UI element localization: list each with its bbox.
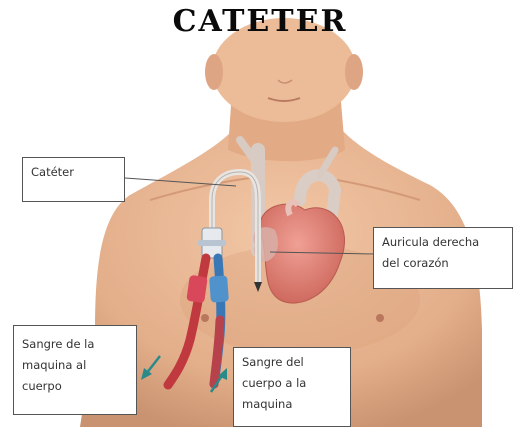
- label-sangre-cuerpo-a-maquina: Sangre del cuerpo a la maquina: [233, 347, 351, 427]
- arterial-clamp: [186, 275, 207, 303]
- ear-right: [345, 54, 363, 90]
- label-sangre-cuerpo-line3: maquina: [242, 394, 342, 415]
- nipple-right: [376, 314, 384, 322]
- label-cateter: Catéter: [22, 157, 125, 202]
- label-sangre-maquina-line3: cuerpo: [22, 376, 128, 397]
- label-auricula-line1: Auricula derecha: [382, 232, 504, 253]
- label-sangre-maquina-line2: maquina al: [22, 355, 128, 376]
- nipple-left: [201, 314, 209, 322]
- ear-left: [205, 54, 223, 90]
- page-title: CATETER: [0, 4, 520, 39]
- label-sangre-cuerpo-line1: Sangre del: [242, 352, 342, 373]
- label-auricula-derecha: Auricula derecha del corazón: [373, 227, 513, 289]
- label-sangre-maquina-al-cuerpo: Sangre de la maquina al cuerpo: [13, 325, 137, 415]
- label-auricula-line2: del corazón: [382, 253, 504, 274]
- label-cateter-text: Catéter: [31, 165, 74, 179]
- label-sangre-maquina-line1: Sangre de la: [22, 334, 128, 355]
- venous-clamp: [209, 275, 229, 302]
- label-sangre-cuerpo-line2: cuerpo a la: [242, 373, 342, 394]
- catheter-hub-clip: [198, 240, 226, 246]
